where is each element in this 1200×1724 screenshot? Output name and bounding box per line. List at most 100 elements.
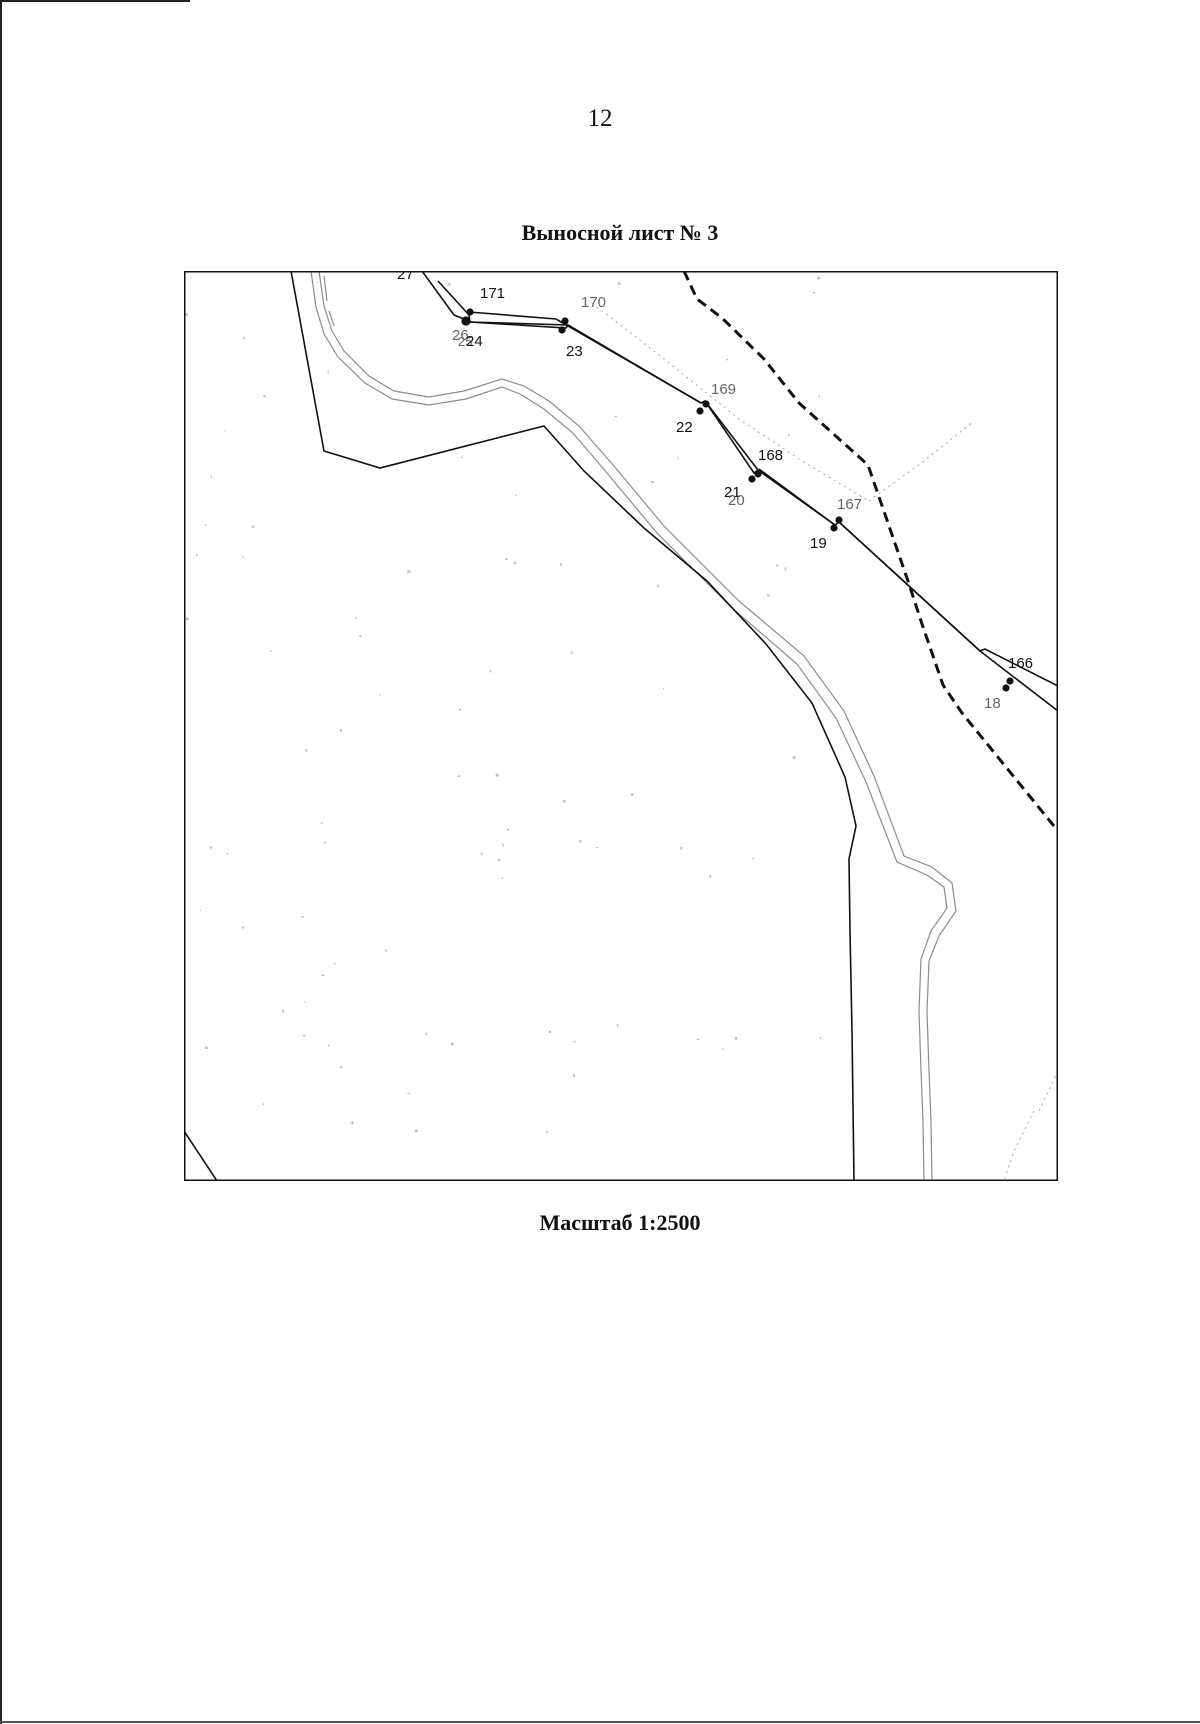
cadastral-map: 27 171 170 26 25 24 23 169 22 168 21 20 … xyxy=(184,271,1058,1181)
speckle xyxy=(407,1092,410,1094)
speckle xyxy=(263,395,266,398)
speckle xyxy=(321,974,325,977)
speckle xyxy=(618,282,621,285)
speckle xyxy=(573,1040,576,1043)
speckle xyxy=(595,846,598,849)
speckle xyxy=(199,909,201,911)
speckle xyxy=(546,1130,548,1134)
speckle xyxy=(339,729,343,732)
speckle xyxy=(818,395,820,398)
speckle xyxy=(224,430,226,432)
speckle xyxy=(459,708,462,711)
speckle xyxy=(379,693,381,696)
parcel-boundary xyxy=(184,271,1058,1181)
speckle xyxy=(560,563,563,566)
speckle xyxy=(501,877,504,879)
point-label: 170 xyxy=(581,294,606,311)
speckle xyxy=(570,651,573,654)
point-label: 21 xyxy=(724,484,741,501)
speckle xyxy=(513,561,516,564)
point-label: 169 xyxy=(711,381,736,398)
point-label: 20 xyxy=(728,492,745,509)
speckle xyxy=(324,840,326,844)
speckle xyxy=(680,846,682,850)
speckle xyxy=(448,282,451,286)
speckle xyxy=(242,555,244,558)
speckle xyxy=(303,1001,306,1003)
speckle xyxy=(515,494,517,496)
speckle xyxy=(262,1103,265,1105)
speckle xyxy=(340,1066,343,1069)
speckle xyxy=(709,875,712,878)
speckle xyxy=(320,822,323,824)
speckle xyxy=(735,1036,738,1040)
speckle xyxy=(677,457,679,459)
point-label: 22 xyxy=(676,419,693,436)
speckle xyxy=(767,594,770,597)
speckle xyxy=(497,858,501,861)
point-label: 26 xyxy=(452,327,469,344)
speckle xyxy=(616,1023,619,1027)
speckle xyxy=(184,313,188,316)
point-label: 19 xyxy=(810,535,827,552)
speckle xyxy=(327,1044,330,1047)
speckle xyxy=(562,800,566,803)
speckle xyxy=(657,584,660,588)
speckle xyxy=(663,688,665,690)
speckle xyxy=(651,481,654,483)
speckle xyxy=(495,773,499,777)
speckle xyxy=(507,828,509,831)
point-label: 167 xyxy=(837,496,862,513)
speckle xyxy=(792,756,796,759)
speckle xyxy=(205,1046,208,1049)
scale-caption: Масштаб 1:2500 xyxy=(539,1210,701,1235)
page-number: 12 xyxy=(587,105,613,132)
speckle xyxy=(752,858,755,860)
speckle xyxy=(425,1032,427,1036)
watercourse xyxy=(310,271,957,1181)
speckle xyxy=(457,775,461,777)
speckle xyxy=(812,291,815,294)
point-label: 24 xyxy=(466,333,483,350)
scan-edge-bottom xyxy=(0,1721,1200,1723)
speckle xyxy=(351,1121,354,1125)
speckle xyxy=(461,456,463,459)
speckle xyxy=(185,617,189,621)
speckle xyxy=(305,749,308,752)
speckle xyxy=(502,843,504,847)
speckle xyxy=(776,564,779,567)
speckle xyxy=(819,1036,822,1040)
speckle xyxy=(726,359,729,361)
speckle xyxy=(722,1048,724,1050)
speckle xyxy=(243,336,245,340)
boundary-points xyxy=(461,308,1014,692)
speckle xyxy=(205,524,207,526)
speckle xyxy=(327,370,329,373)
speckle xyxy=(614,416,617,417)
speckle xyxy=(505,558,508,560)
point-label: 25 xyxy=(458,334,472,349)
speckle xyxy=(573,1074,575,1077)
faint-dotted-lines xyxy=(591,302,1058,1181)
speckle xyxy=(817,276,821,280)
point-label: 166 xyxy=(1008,655,1033,672)
speckle xyxy=(355,617,357,620)
scan-edge-top xyxy=(0,0,190,2)
speckle xyxy=(414,1129,418,1132)
speckle xyxy=(696,1038,700,1040)
point-label: 23 xyxy=(566,343,583,360)
speckle xyxy=(788,433,790,436)
point-label: 171 xyxy=(480,285,505,302)
speckle xyxy=(548,1030,551,1033)
speckle-noise xyxy=(184,275,822,1134)
speckle xyxy=(630,793,634,796)
speckle xyxy=(269,650,273,652)
speckle xyxy=(209,846,212,849)
point-label: 27 xyxy=(397,271,414,283)
sheet-title: Выносной лист № 3 xyxy=(521,220,719,245)
speckle xyxy=(489,670,492,673)
speckle xyxy=(334,962,336,965)
speckle xyxy=(241,926,244,929)
speckle xyxy=(210,475,212,478)
point-label: 18 xyxy=(984,695,1001,712)
